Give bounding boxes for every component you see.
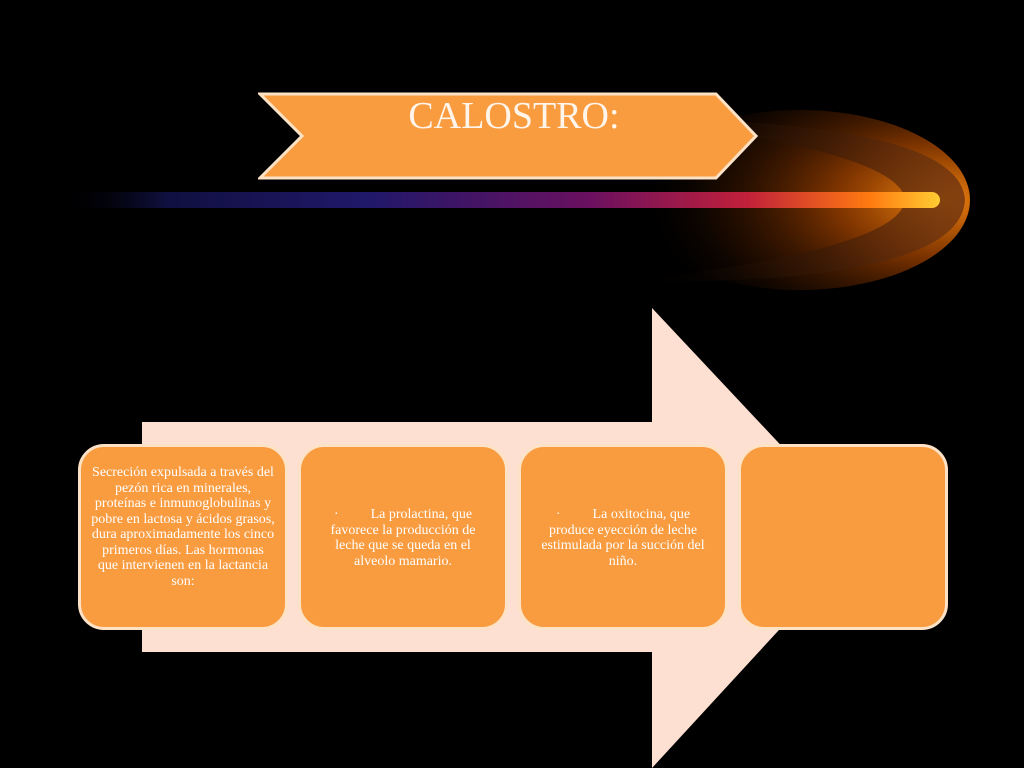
process-step-1-text: Secreción expulsada a través del pezón r… xyxy=(91,465,275,589)
process-step-3-content: ·La oxitocina, que produce eyección de l… xyxy=(521,507,725,569)
slide-title: CALOSTRO: xyxy=(408,95,620,137)
process-step-4 xyxy=(738,444,948,630)
process-step-2-text: La prolactina, que favorece la producció… xyxy=(330,507,476,569)
comet-streak xyxy=(60,192,940,208)
process-step-3-text: La oxitocina, que produce eyección de le… xyxy=(541,507,705,569)
bullet-icon: · xyxy=(333,507,339,522)
process-step-3: ·La oxitocina, que produce eyección de l… xyxy=(518,444,728,630)
process-step-1: Secreción expulsada a través del pezón r… xyxy=(78,444,288,630)
comet-shell xyxy=(620,118,965,283)
title-banner xyxy=(258,92,758,180)
bullet-icon: · xyxy=(555,507,561,522)
process-step-2: ·La prolactina, que favorece la producci… xyxy=(298,444,508,630)
process-step-2-content: ·La prolactina, que favorece la producci… xyxy=(301,507,505,569)
